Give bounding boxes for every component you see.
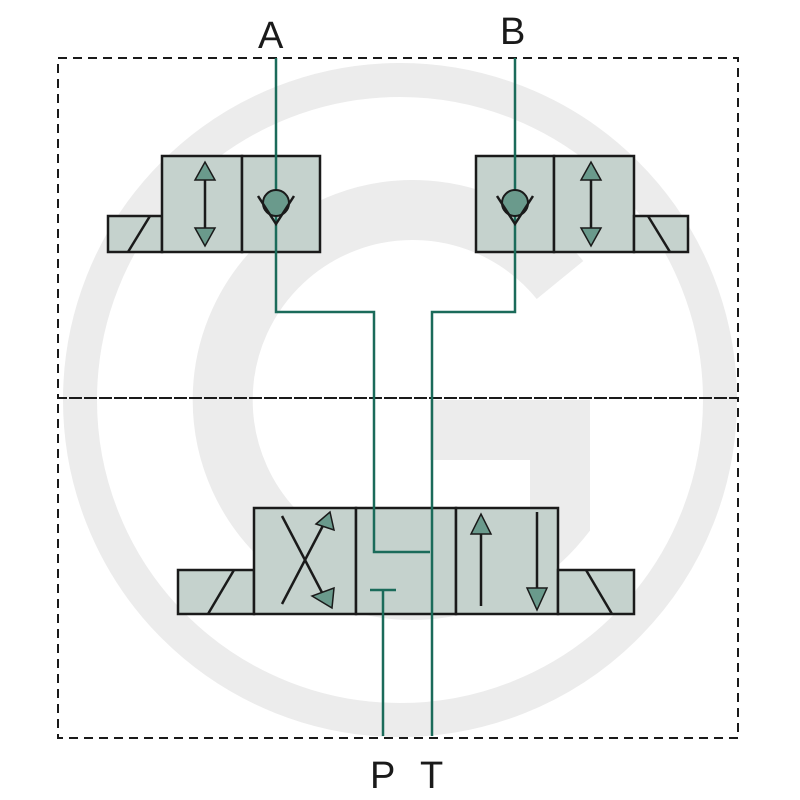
crossed-flow-arrows-icon [280, 510, 336, 610]
port-label-a: A [258, 15, 284, 57]
directional-valve [176, 506, 636, 616]
parallel-flow-arrows-icon [469, 512, 549, 612]
pipe-b-lower [430, 216, 517, 736]
pipe-a-lower [274, 216, 430, 554]
port-label-t: T [420, 755, 443, 797]
pipe-network [274, 58, 517, 736]
left-check-ball-icon [256, 189, 296, 227]
port-label-p: P [370, 755, 395, 797]
port-label-b: B [500, 11, 525, 53]
right-double-arrow-icon [579, 160, 603, 248]
right-check-ball-icon [495, 189, 535, 227]
left-double-arrow-icon [193, 160, 217, 248]
